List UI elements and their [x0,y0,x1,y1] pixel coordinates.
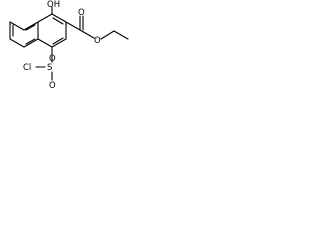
bond-c3-c4 [51,38,67,48]
sulfonyl-oxygen-bottom-label: O [49,81,56,91]
bond-ethyl [113,30,129,40]
bond-c1-c2 [51,13,67,23]
bond-right-ring-inner-1 [52,17,64,25]
bond-carbonyl-ester-oxygen [79,29,95,39]
bond-c6-c5 [23,38,39,48]
atom-labels: OH O O Cl S O O [23,0,101,91]
sulfonyl-oxygen-top-label: O [49,54,56,64]
bond-ester-oxygen-ethyl [100,30,115,40]
bond-c4a-c8a [23,21,39,31]
bond-c2-carbonyl-carbon [65,21,81,31]
chemical-structure: OH O O Cl S O O [9,0,129,91]
bond-left-ring-inner-3 [25,24,36,31]
bond-left-ring-inner-2 [25,38,36,45]
bond-c8a-c8 [9,21,25,31]
bond-c7-c6 [9,38,25,48]
sulfonyl-chlorine-label: Cl [23,63,31,73]
bond-c4-c4a [37,38,53,48]
carbonyl-oxygen-label: O [78,8,85,18]
hydroxyl-label: OH [47,0,60,10]
ester-oxygen-label: O [94,36,101,46]
bonds [9,6,129,81]
bond-c8a-c1 [37,13,53,23]
sulfur-label: S [47,63,52,73]
bond-right-ring-inner-2 [52,37,64,45]
